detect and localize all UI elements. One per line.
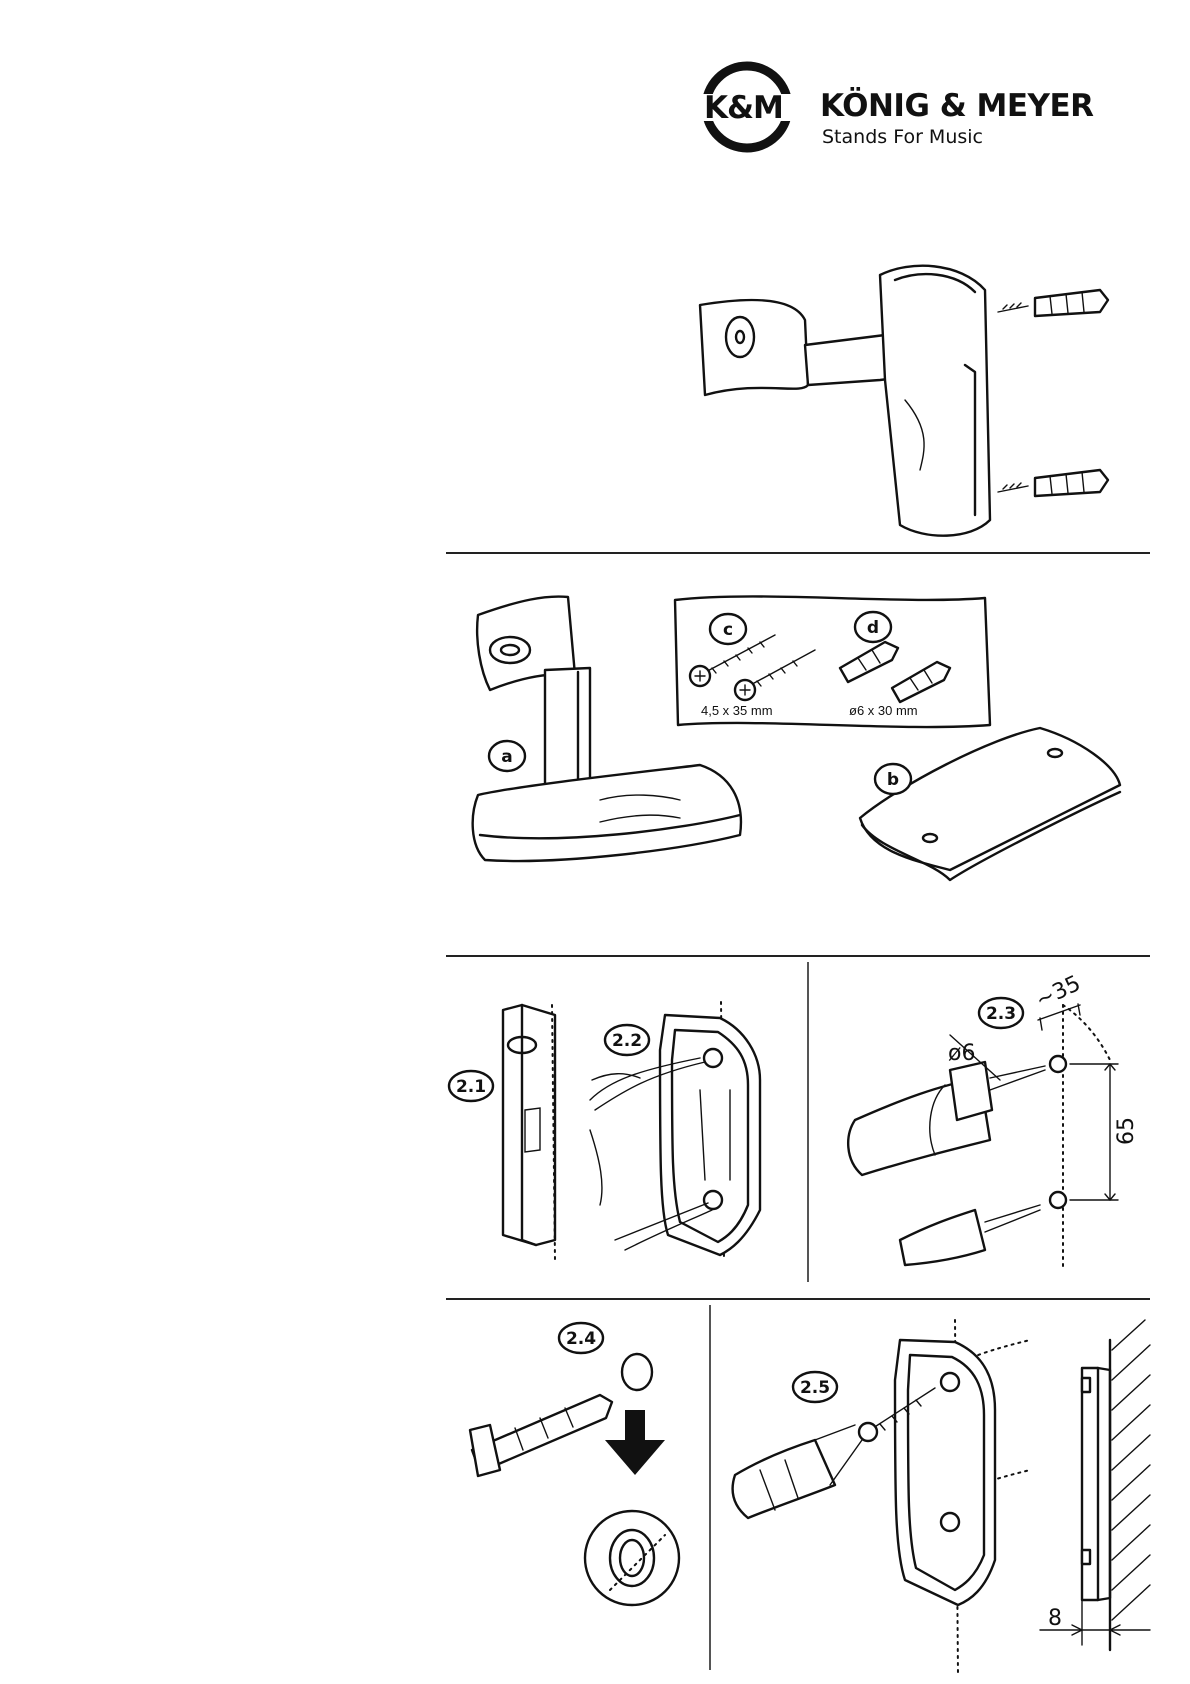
step-label-2-4: 2.4 (559, 1323, 603, 1353)
plate-screwing (733, 1320, 1150, 1675)
part-b-wall-plate (860, 728, 1120, 880)
step-label-2-1: 2.1 (449, 1071, 493, 1101)
svg-text:2.5: 2.5 (800, 1378, 830, 1398)
svg-text:2.1: 2.1 (456, 1077, 486, 1097)
screw-spec: 4,5 x 35 mm (701, 703, 773, 718)
edge-distance-label: ~35 (1032, 971, 1085, 1013)
label-b: b (875, 764, 911, 794)
screw-dowel-top (998, 290, 1108, 316)
step-label-2-2: 2.2 (605, 1025, 649, 1055)
svg-text:d: d (867, 618, 879, 638)
svg-text:2.3: 2.3 (986, 1004, 1016, 1024)
arrow-down-icon (605, 1410, 665, 1475)
label-d: d (855, 612, 891, 642)
steps-2-1-to-2-3-illustration: 2.1 2.2 2.3 ø6 ~35 65 (0, 960, 1190, 1310)
svg-text:2.2: 2.2 (612, 1031, 642, 1051)
step-divider-vertical-1 (807, 962, 809, 1282)
drill-setup (848, 1004, 1118, 1270)
label-a: a (489, 741, 525, 771)
spirit-level (503, 1005, 555, 1260)
section-divider-1 (446, 552, 1150, 554)
step-label-2-3: 2.3 (979, 998, 1023, 1028)
step-label-2-5: 2.5 (793, 1372, 837, 1402)
svg-text:b: b (887, 770, 899, 790)
step-divider-vertical-2 (709, 1305, 711, 1670)
drill-diameter-label: ø6 (948, 1041, 975, 1066)
svg-text:2.4: 2.4 (566, 1329, 596, 1349)
dowel-spec: ø6 x 30 mm (849, 703, 918, 718)
svg-text:c: c (723, 620, 733, 640)
hole-spacing-label: 65 (1114, 1117, 1139, 1145)
label-c: c (710, 614, 746, 644)
wall-gap-label: 8 (1048, 1606, 1062, 1631)
dowel-insert (470, 1354, 679, 1605)
steps-2-4-to-2-5-illustration: 2.4 2.5 8 (0, 1300, 1190, 1680)
parts-overview-illustration: a b c d 4,5 x 35 mm ø6 x 30 mm (0, 560, 1190, 960)
svg-text:a: a (501, 747, 512, 767)
section-divider-2 (446, 955, 1150, 957)
screw-dowel-bottom (998, 470, 1108, 496)
assembled-hanger-illustration (0, 0, 1190, 560)
